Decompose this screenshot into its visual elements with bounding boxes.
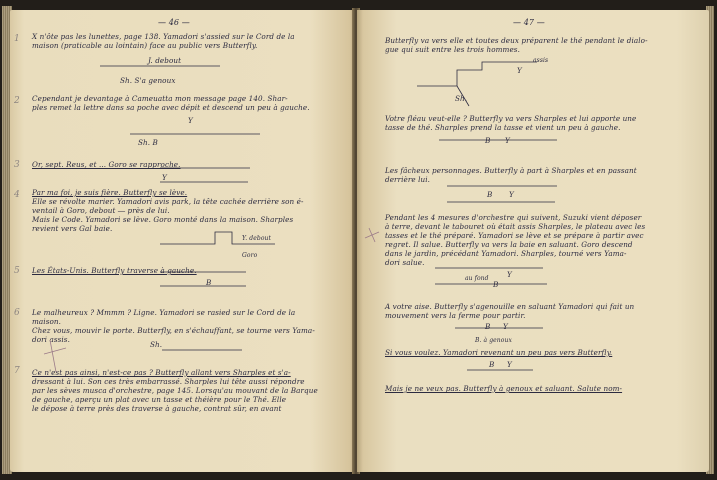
entry-text: ples remet la lettre dans sa poche avec … [32, 103, 310, 112]
stage-label: Y [505, 136, 510, 145]
stage-label: Y [162, 173, 167, 182]
entry-text: Les fâcheux personnages. Butterfly à par… [385, 166, 637, 175]
margin-mark [364, 231, 380, 239]
page-edges-right [706, 6, 714, 474]
stage-label: Goro [242, 252, 258, 259]
stage-label: Sh. [150, 340, 163, 349]
entry-text: maison (praticable au lointain) face au … [32, 41, 258, 50]
entry-text: Votre fléau veut-elle ? Butterfly va ver… [385, 114, 637, 123]
stage-label: Sh. S'a genoux [120, 76, 176, 85]
staging-diagrams [364, 61, 557, 371]
stage-label: B [485, 136, 491, 145]
entry-text: Le malheureux ? Mmmm ? Ligne. Yamadori s… [32, 308, 296, 317]
staging-diagrams [43, 65, 275, 373]
entry-text: A votre aise. Butterfly s'agenouille en … [385, 302, 635, 311]
entry-text: maison. [32, 317, 62, 326]
entry-text: Si vous voulez. Yamadori revenant un peu… [385, 348, 613, 357]
entry-text: dori assis. [32, 335, 70, 344]
entry-text: Par ma foi, je suis fière. Butterfly se … [32, 188, 188, 197]
entry-text: ventail à Goro, debout ― près de lui. [32, 206, 170, 215]
entry-text: le dépose à terre près des traverse à ga… [32, 404, 282, 413]
entry-text: dori salue. [385, 258, 425, 267]
stage-label: Y [507, 360, 512, 369]
entry-text: Chez vous, mouvir le porte. Butterfly, e… [32, 326, 315, 335]
entry-text: mouvement vers la ferme pour partir. [385, 311, 526, 320]
stage-label: B [493, 280, 499, 289]
entry-text: X n'ôte pas les lunettes, page 138. Yama… [32, 32, 295, 41]
entry-text: Mais je ne veux pas. Butterfly à genoux … [385, 384, 623, 393]
entry-text: Elle se révolte marier. Yamadori avis pa… [32, 197, 304, 206]
margin-number: 6 [14, 308, 20, 318]
stage-label: Y. debout [242, 235, 272, 242]
entry-text: Mais le Code. Yamadori se lève. Goro mon… [32, 215, 294, 224]
stage-label: Y [503, 322, 508, 331]
margin-number: 5 [14, 266, 20, 276]
stage-label: Y [507, 270, 512, 279]
stage-line [417, 61, 537, 87]
stage-label: B [487, 190, 493, 199]
page-number: — 47 — [513, 18, 545, 27]
entry-text: dressant à lui. Son ces très embarrassé.… [32, 377, 305, 386]
stage-label: Y [517, 66, 522, 75]
stage-line [160, 231, 275, 245]
page-number: — 46 — [158, 18, 190, 27]
entry-text: Les États-Unis. Butterfly traverse à gau… [32, 266, 197, 275]
stage-label: B [206, 278, 212, 287]
stage-label: Sh. [455, 94, 468, 103]
stage-label: J. debout [148, 56, 182, 65]
entry-text: Cependant je devantage à Cameuatta mon m… [32, 94, 288, 103]
book-gutter [352, 8, 360, 474]
stage-label: Sh. B [138, 138, 158, 147]
margin-mark [49, 339, 57, 373]
stage-label: B. à genoux [475, 337, 512, 344]
stage-line [456, 85, 470, 107]
entry-text: Butterfly va vers elle et toutes deux pr… [385, 36, 648, 45]
entry-text: derrière lui. [385, 175, 431, 184]
entry-text: regret. Il salue. Butterfly va vers la b… [385, 240, 633, 249]
stage-label: assis [533, 57, 549, 64]
page-edges-left [2, 6, 12, 474]
entry-text: tasses et le thé préparé. Yamadori se lè… [385, 231, 644, 240]
margin-number: 2 [14, 96, 20, 106]
entry-text: Or, sept. Reus, et ... Goro se rapproche… [32, 160, 181, 169]
margin-mark [43, 347, 67, 355]
margin-number: 4 [14, 190, 20, 200]
entry-text: tasse de thé. Sharples prend la tasse et… [385, 123, 621, 132]
margin-number: 7 [14, 366, 20, 376]
entry-text: Pendant les 4 mesures d'orchestre qui su… [385, 213, 642, 222]
entry-text: par les sèves musca d'orchestre, page 14… [32, 386, 318, 395]
entry-text: Ce n'est pas ainsi, n'est-ce pas ? Butte… [32, 368, 291, 377]
stage-label: B [485, 322, 491, 331]
stage-label: B [489, 360, 495, 369]
margin-number: 3 [14, 160, 20, 170]
right-page: — 47 — Butterfly va vers elle et toutes … [357, 10, 709, 472]
entry-text: de gauche, aperçu un plat avec un tasse … [32, 395, 287, 404]
entry-text: revient vers Gal baie. [32, 224, 113, 233]
stage-label: Y [509, 190, 514, 199]
stage-label: Y [188, 116, 193, 125]
left-page: — 46 — X n'ôte pas les lunettes, page 13… [10, 10, 355, 472]
entry-text: gue qui suit entre les trois hommes. [385, 45, 520, 54]
margin-number: 1 [14, 34, 20, 44]
entry-text: dans le jardin, précédant Yamadori. Shar… [385, 249, 627, 258]
stage-label: au fond [465, 275, 489, 282]
entry-text: à terre, devant le tabouret où était ass… [385, 222, 646, 231]
